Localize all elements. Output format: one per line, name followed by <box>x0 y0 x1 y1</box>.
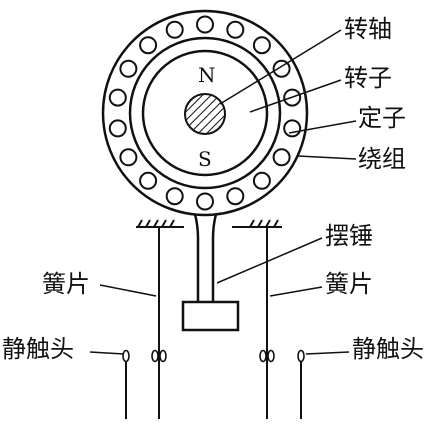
rotor-ring <box>141 49 269 177</box>
winding-coil <box>272 59 291 78</box>
left-support <box>136 219 184 228</box>
leader-pendulum <box>216 237 323 284</box>
leader-reed-left <box>99 284 157 297</box>
reed-left-contact-b <box>159 349 167 363</box>
reed-left-contact-a <box>151 349 159 363</box>
leader-winding <box>297 155 357 160</box>
rotating-shaft-label: 转轴 <box>344 15 392 43</box>
winding-coil <box>226 187 245 206</box>
winding-coils <box>108 15 302 211</box>
stator-outer-ring <box>101 9 309 217</box>
pendulum-label: 摆锤 <box>325 222 373 250</box>
leader-rotor <box>249 79 342 113</box>
winding-coil <box>139 171 158 190</box>
winding-coil <box>196 15 214 34</box>
leader-static-contact-right <box>305 351 350 355</box>
static-contact-right-tip <box>297 349 305 363</box>
winding-coil <box>119 148 138 167</box>
rotating-shaft <box>184 93 226 135</box>
winding-coil <box>272 148 291 167</box>
rotor-label: 转子 <box>344 64 392 92</box>
south-pole-label: S <box>198 147 212 171</box>
static-contact-right-label: 静触头 <box>352 335 424 363</box>
north-pole-label: N <box>198 63 216 87</box>
winding-coil <box>252 171 271 190</box>
winding-coil <box>165 20 184 39</box>
winding-label: 绕组 <box>358 145 406 173</box>
stator-label: 定子 <box>358 104 406 132</box>
winding-coil <box>108 119 127 138</box>
winding-coil <box>252 36 271 55</box>
leader-rotating-shaft <box>219 29 342 105</box>
leader-static-contact-left <box>89 351 125 355</box>
winding-coil <box>283 119 302 138</box>
winding-coil <box>108 88 127 107</box>
right-support <box>232 219 282 228</box>
winding-coil <box>196 192 214 211</box>
reed-right-contact-a <box>259 349 267 363</box>
static-contact-left-tip <box>122 349 130 363</box>
reed-left-label: 簧片 <box>42 270 90 298</box>
pendulum <box>181 213 240 332</box>
winding-coil <box>119 59 138 78</box>
static-contact-left-label: 静触头 <box>2 335 74 363</box>
leader-stator <box>288 120 357 134</box>
winding-coil <box>139 36 158 55</box>
reed-right-label: 簧片 <box>325 270 373 298</box>
winding-coil <box>226 20 245 39</box>
leader-reed-right <box>269 286 323 297</box>
winding-coil <box>165 187 184 206</box>
reed-right-contact-b <box>267 349 275 363</box>
stator-inner-ring <box>128 36 282 190</box>
